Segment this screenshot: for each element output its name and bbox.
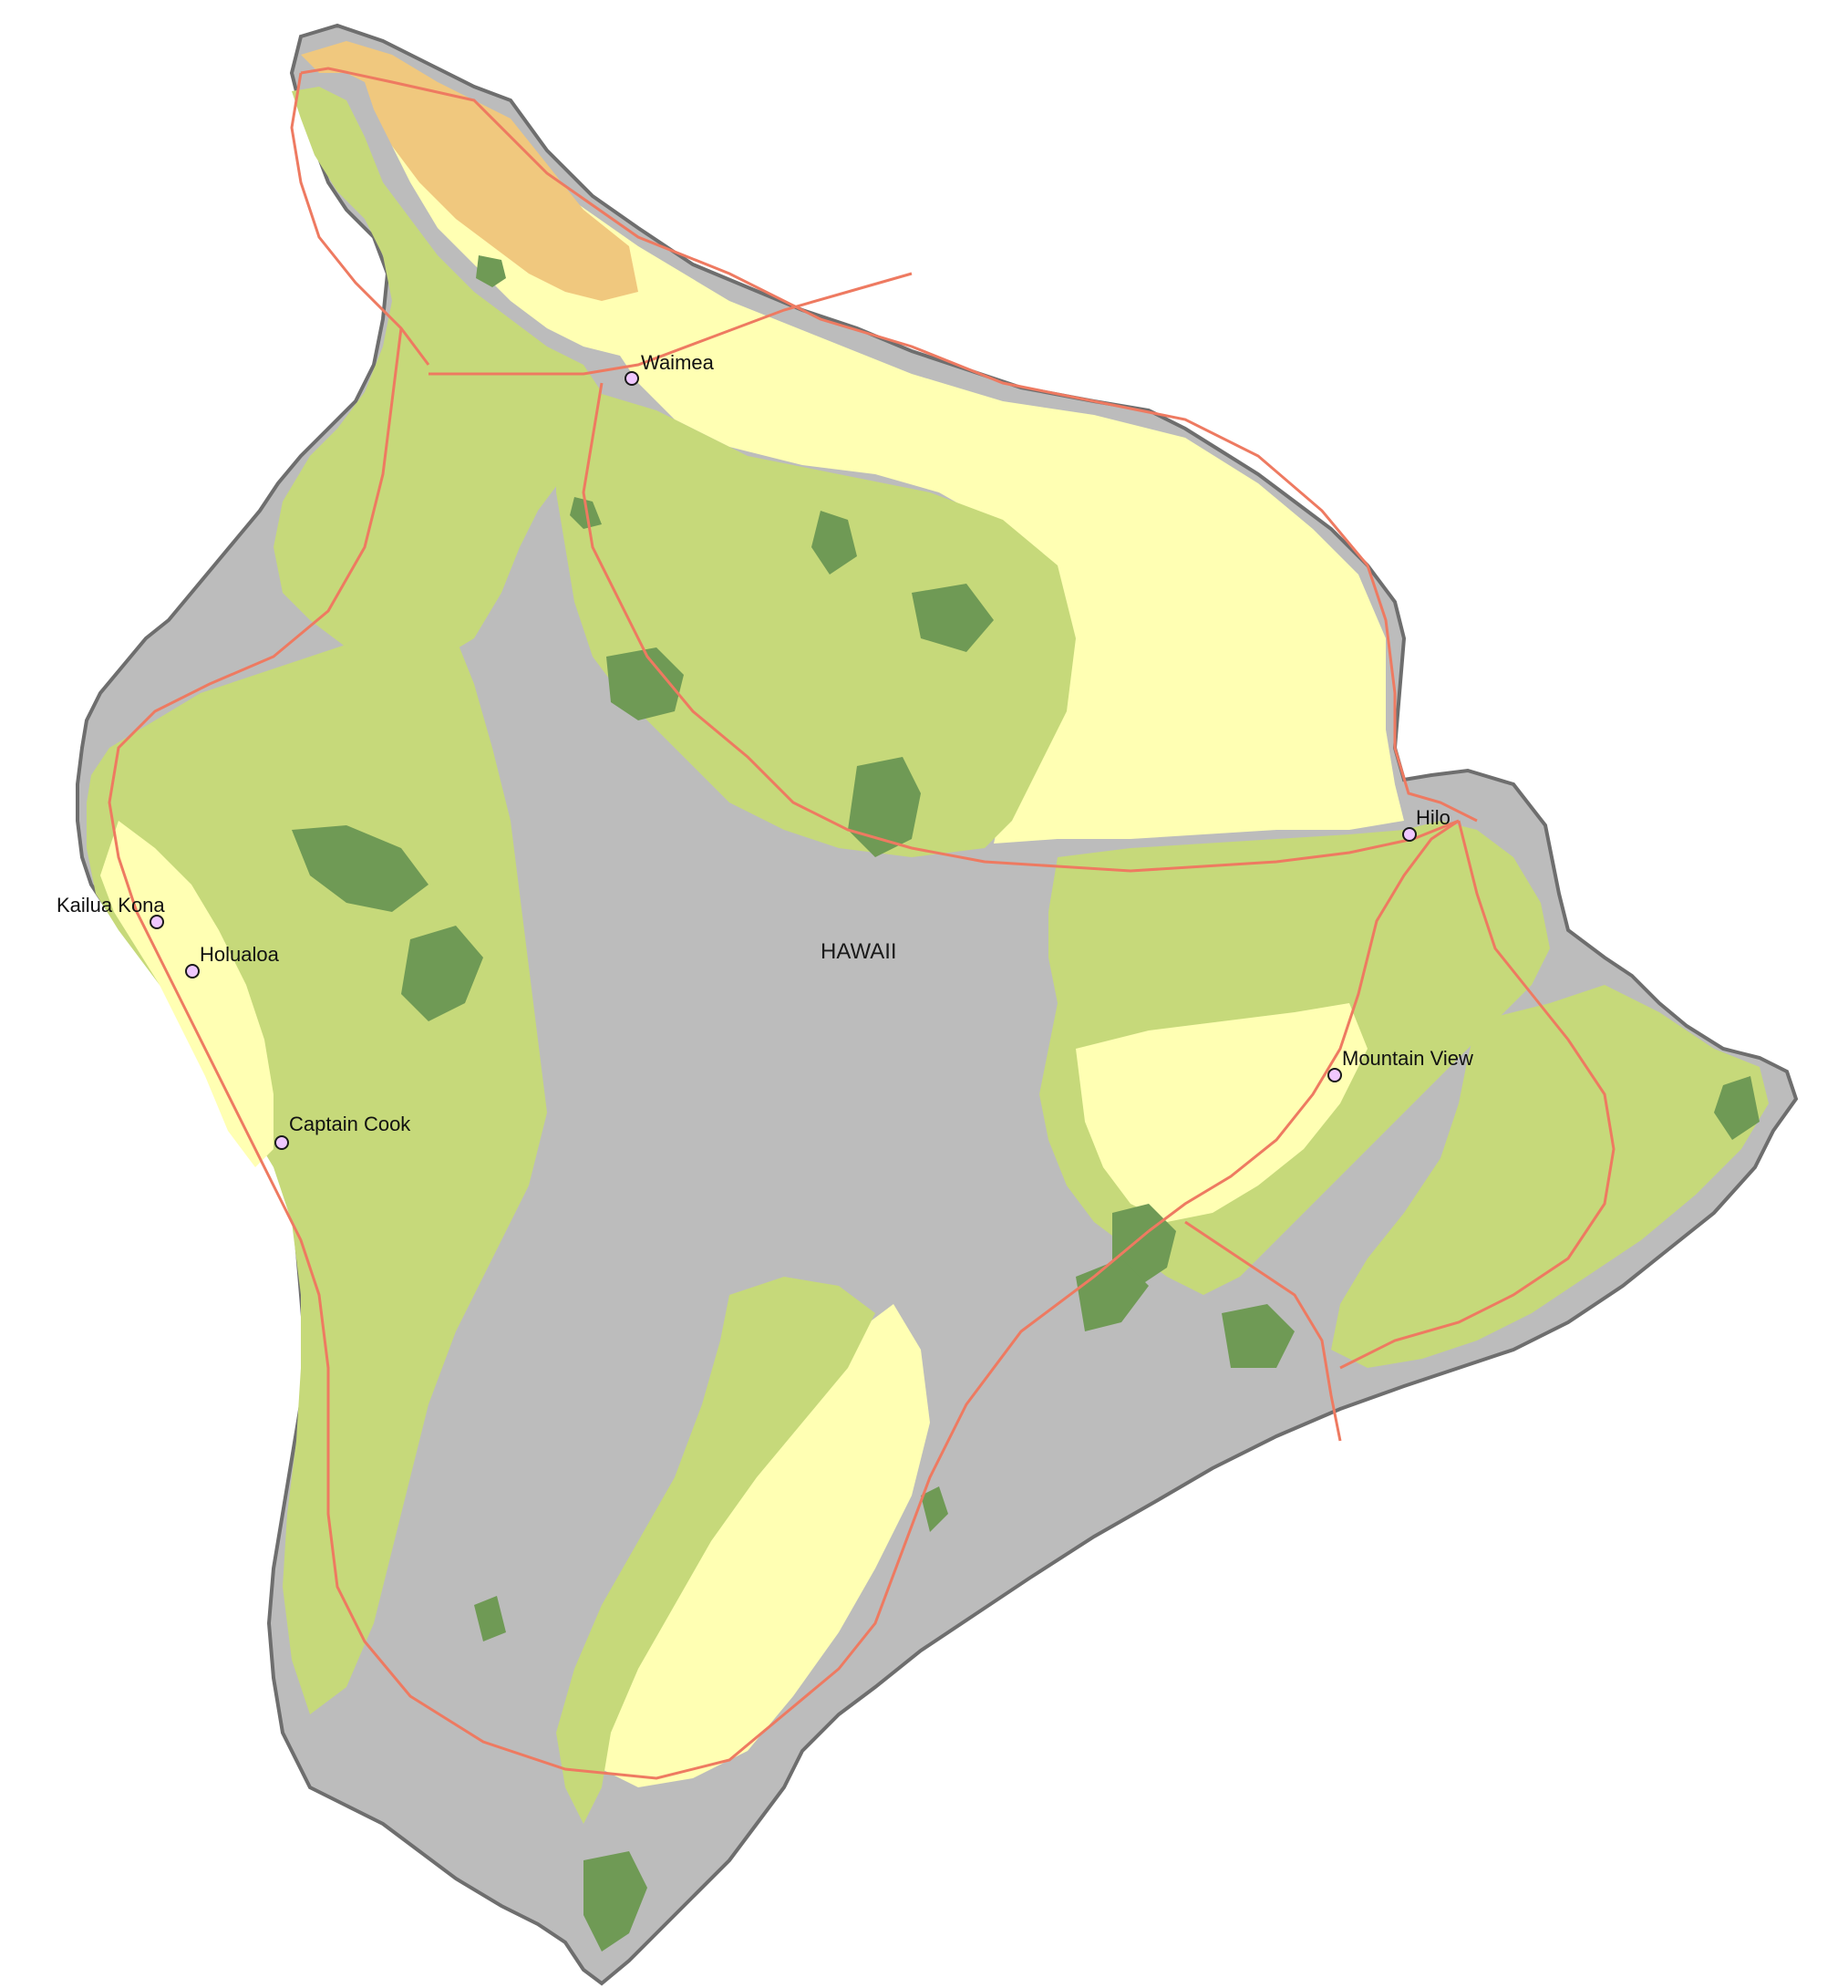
road-puna [1339,820,1616,1370]
pale-yellow-ne [383,109,1404,844]
dark-forest-patch [1714,1076,1760,1140]
town-kailua-kona[interactable]: Kailua Kona [57,894,165,929]
green-kohala-west [274,87,602,675]
pale-yellow-kau [593,1304,930,1787]
road-volcano [1148,819,1460,1233]
green-east-puna [1331,985,1769,1368]
road-network [108,67,1616,1780]
town-label: Captain Cook [289,1113,411,1135]
town-label: Hilo [1416,806,1451,829]
green-kona-coast [87,629,547,1714]
dark-forest-patch [1222,1304,1295,1368]
green-kau [556,1277,875,1824]
town-label: Holualoa [200,943,280,966]
road-waimea-kohala [428,272,913,376]
town-label: Mountain View [1342,1047,1473,1070]
dark-forest-patch [476,255,506,287]
dark-forest-patch [401,926,483,1021]
town-mountain-view[interactable]: Mountain View [1327,1047,1473,1082]
road-saddle [582,382,1460,873]
town-holualoa[interactable]: Holualoa [185,943,280,978]
town-hilo[interactable]: Hilo [1402,806,1451,842]
dark-forest-patch [292,825,428,912]
dark-forest-patch [583,1851,647,1952]
dark-forest-patch [606,647,684,720]
road-belt-north [300,67,1478,823]
dark-forest-patch [811,511,857,575]
town-label: Waimea [641,351,715,374]
road-puna-south [1184,1220,1342,1442]
road-kona-loop [108,327,1150,1780]
island-label: HAWAII [821,939,897,964]
town-waimea[interactable]: Waimea [625,351,715,386]
town-circle-icon[interactable] [150,915,164,929]
town-circle-icon[interactable] [185,964,200,978]
tan-kohala [301,41,638,301]
town-label: Kailua Kona [57,894,165,916]
town-circle-icon[interactable] [1402,827,1417,842]
pale-yellow-puna [1076,1003,1368,1222]
town-captain-cook[interactable]: Captain Cook [274,1113,411,1150]
town-circle-icon[interactable] [274,1135,289,1150]
green-saddle [556,383,1076,857]
dark-forest-patch [912,584,994,652]
dark-forest-patch [474,1596,506,1641]
pale-yellow-kona [100,821,274,1167]
dark-forest-patch [848,757,921,857]
town-circle-icon[interactable] [1327,1068,1342,1082]
town-circle-icon[interactable] [625,371,639,386]
dark-forest-patch [921,1486,948,1532]
